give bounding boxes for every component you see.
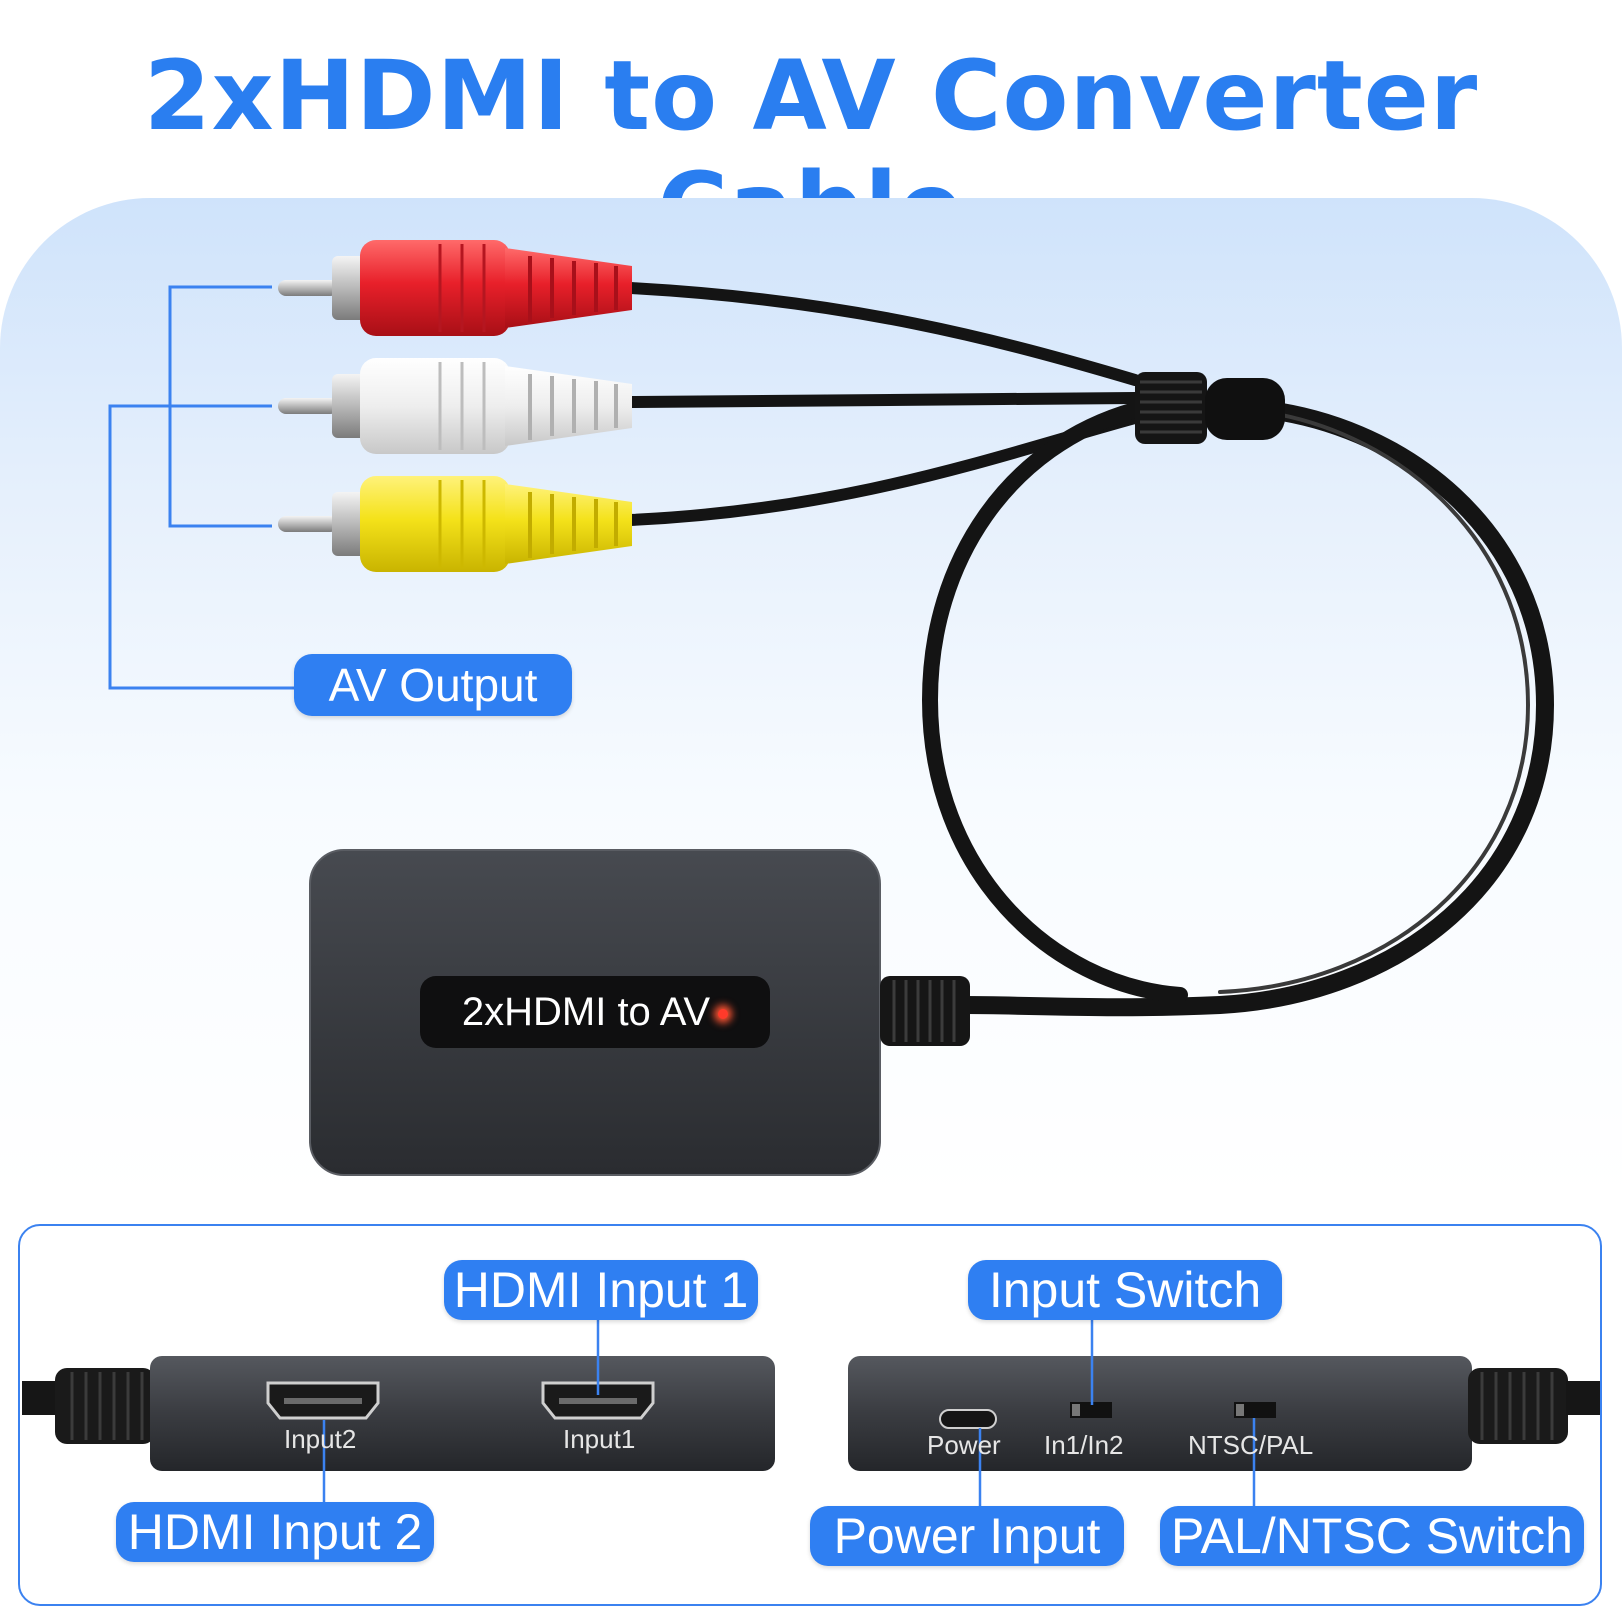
slide-switch-icon — [1234, 1402, 1276, 1418]
splitter-boot — [1135, 372, 1285, 444]
rca-red-plug-icon — [278, 240, 632, 336]
rca-white-plug-icon — [278, 358, 632, 454]
av-output-label: AV Output — [294, 654, 572, 716]
hdmi-input-2-label: HDMI Input 2 — [116, 1502, 434, 1562]
port-detail-panel — [18, 1224, 1602, 1606]
port-label-ntsc-pal: NTSC/PAL — [1188, 1430, 1314, 1460]
rca-yellow-plug-icon — [278, 476, 632, 572]
hdmi-input-1-label: HDMI Input 1 — [444, 1260, 758, 1320]
input-switch-label: Input Switch — [968, 1260, 1282, 1320]
pal-ntsc-switch-label: PAL/NTSC Switch — [1160, 1506, 1584, 1566]
port-label-input2: Input2 — [284, 1424, 357, 1454]
device-name-text: 2xHDMI to AV — [461, 990, 711, 1034]
callout-lines — [322, 1314, 1256, 1508]
status-led-icon — [718, 1009, 729, 1020]
cables — [624, 282, 1555, 1017]
av-output-leader-lines — [108, 285, 296, 690]
port-label-power: Power — [927, 1430, 1001, 1460]
hdmi-port-icon — [541, 1381, 655, 1420]
micro-usb-port-icon — [939, 1409, 997, 1429]
hdmi-port-icon — [266, 1381, 380, 1420]
slide-switch-icon — [1070, 1402, 1112, 1418]
power-input-label: Power Input — [810, 1506, 1124, 1566]
port-label-input1: Input1 — [563, 1424, 636, 1454]
device-name-plate: 2xHDMI to AV — [420, 976, 770, 1048]
control-side-strip — [848, 1356, 1600, 1471]
port-label-in1-in2: In1/In2 — [1044, 1430, 1124, 1460]
